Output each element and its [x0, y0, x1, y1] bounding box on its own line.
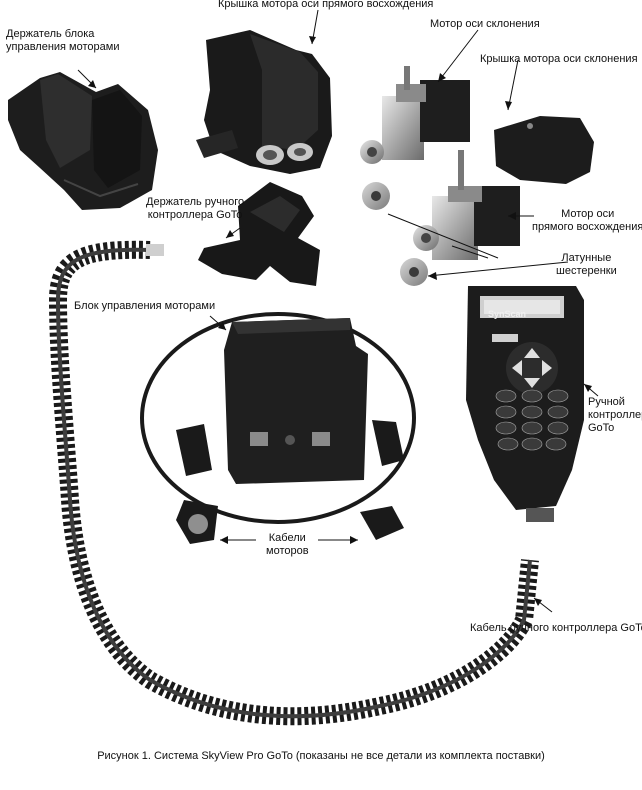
label-ra-motor-cover: Крышка мотора оси прямого восхождения — [218, 0, 434, 10]
figure-caption: Рисунок 1. Система SkyView Pro GoTo (пок… — [97, 750, 545, 762]
label-dec-motor: Мотор оси склонения — [430, 18, 540, 30]
label-handset-cable: Кабель ручного контроллера GoTo — [470, 622, 642, 634]
handset-holder — [198, 182, 320, 286]
label-brass-gears: Латунные шестеренки — [556, 252, 617, 278]
label-handset-line1: Ручной — [588, 396, 625, 408]
label-motor-cables: Кабели моторов — [266, 532, 309, 558]
label-ra-motor-line1: Мотор оси — [561, 208, 615, 220]
motor-cable-plugs — [176, 420, 404, 544]
motor-cable-loop — [140, 312, 416, 524]
motor-control-box — [224, 318, 368, 484]
coiled-cable — [48, 240, 539, 726]
label-handset: Ручной контроллер GoTo — [588, 396, 642, 435]
label-motor-cables-line1: Кабели — [268, 532, 306, 544]
label-ra-motor-line2: прямого восхождения — [532, 221, 642, 233]
label-handset-line3: GoTo — [588, 422, 615, 434]
ra-motor — [413, 150, 520, 260]
ra-motor-cover — [196, 30, 332, 174]
label-mount-holder-line1: Держатель блока — [6, 28, 95, 40]
label-handset-holder: Держатель ручного контроллера GoTo — [146, 196, 244, 222]
motor-control-holder — [8, 72, 158, 210]
handset-brand: SynScan — [488, 309, 527, 319]
label-handset-holder-line2: контроллера GoTo — [147, 209, 243, 221]
leader-arrowheads — [88, 36, 592, 606]
dec-motor-cover — [494, 116, 594, 184]
label-brass-gears-line1: Латунные — [561, 252, 612, 264]
brass-gears — [362, 182, 428, 286]
label-handset-holder-line1: Держатель ручного — [146, 196, 245, 208]
label-dec-motor-cover: Крышка мотора оси склонения — [480, 53, 638, 65]
label-mount-holder: Держатель блока управления моторами — [6, 28, 119, 54]
synscan-handset — [466, 286, 584, 522]
label-ra-motor: Мотор оси прямого восхождения — [532, 208, 642, 234]
label-handset-line2: контроллер — [588, 409, 642, 421]
label-mount-holder-line2: управления моторами — [6, 41, 120, 53]
label-control-box: Блок управления моторами — [74, 300, 216, 312]
label-brass-gears-line2: шестеренки — [556, 265, 617, 277]
label-motor-cables-line2: моторов — [266, 545, 309, 557]
dec-motor — [360, 66, 470, 164]
